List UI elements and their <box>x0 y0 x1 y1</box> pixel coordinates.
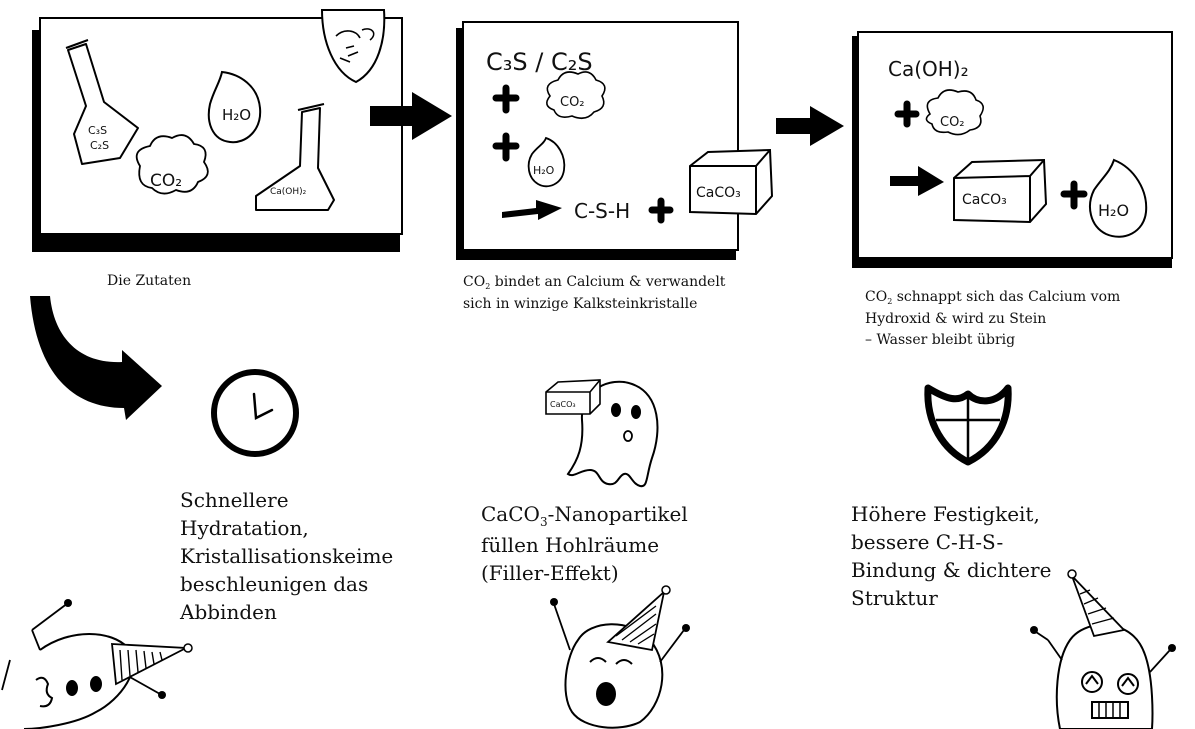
caption-reaction-2-line1: CO2 schnappt sich das Calcium vom <box>865 287 1120 309</box>
effect-strength-line: Bindung & dichtere <box>851 558 1052 582</box>
filler-suffix: -Nanopartikel <box>547 502 688 526</box>
drop1-text: H₂O <box>222 106 251 124</box>
effect-filler-line: (Filler-Effekt) <box>481 561 619 585</box>
filler-sub: 3 <box>539 515 548 529</box>
effect-hydration-line: Schnellere <box>180 488 289 512</box>
flask2-text: Ca(OH)₂ <box>270 187 307 197</box>
water-drop-icon: H₂O <box>1089 158 1148 238</box>
flask-icon: Ca(OH)₂ <box>255 103 335 211</box>
caco3-cube-icon: CaCO₃ <box>689 148 774 216</box>
effect-hydration-text: Schnellere Hydratation, Kristallisations… <box>180 486 393 626</box>
effect-strength-line: Struktur <box>851 586 938 610</box>
caption-ingredients-text: Die Zutaten <box>107 273 192 289</box>
panel2-product: C-S-H <box>574 199 630 223</box>
effect-filler-text: CaCO3-Nanopartikel füllen Hohlräume (Fil… <box>481 500 688 587</box>
caption-ingredients: Die Zutaten <box>107 271 191 292</box>
caco3-cube-icon: CaCO₃ <box>953 158 1048 224</box>
caption-sub: 2 <box>485 282 491 291</box>
creature-icon <box>1030 569 1176 729</box>
arrow-icon <box>370 92 452 140</box>
co2-cloud-icon: CO₂ <box>925 89 984 136</box>
co2-cloud-icon: CO₂ <box>546 71 606 120</box>
water-drop-icon: H₂O <box>527 136 566 188</box>
drop3-text: H₂O <box>1098 201 1129 220</box>
arrow-icon <box>776 106 844 146</box>
caption-reaction-1: CO2 bindet an Calcium & verwandelt sich … <box>463 272 725 315</box>
caption-rest: bindet an Calcium & verwandelt <box>490 274 726 290</box>
flask-icon: C₃S C₂S <box>65 39 139 165</box>
panel2-formula: C₃S / C₂S <box>486 48 593 76</box>
effect-strength-text: Höhere Festigkeit, bessere C-H-S- Bindun… <box>851 500 1051 612</box>
cloud2-text: CO₂ <box>560 95 585 110</box>
cloud1-text: CO₂ <box>150 171 182 191</box>
water-drop-icon: H₂O <box>207 70 262 144</box>
flask1-text-2: C₂S <box>90 139 109 152</box>
caption-reaction-2-line3: – Wasser bleibt übrig <box>865 332 1016 348</box>
effect-hydration-line: Abbinden <box>180 600 277 624</box>
effect-filler-line: CaCO3-Nanopartikel <box>481 500 688 531</box>
caco3-cube-icon: CaCO₃ <box>545 379 601 415</box>
plus-icon <box>894 100 920 128</box>
plus-icon <box>492 132 520 162</box>
panel-reaction-1: C₃S / C₂S CO₂ H₂O C-S-H CaCO₃ <box>456 21 774 260</box>
creature-icon <box>1 599 193 729</box>
panel-ingredients: C₃S C₂S H₂O CO₂ Ca(OH)₂ <box>32 9 403 252</box>
cube2-text: CaCO₃ <box>696 185 741 201</box>
shield-icon <box>320 9 386 84</box>
co2-cloud-icon: CO₂ <box>135 134 209 195</box>
caption-reaction-1-line1: CO2 bindet an Calcium & verwandelt <box>463 272 725 294</box>
ghost-cube-text: CaCO₃ <box>550 400 576 409</box>
effect-strength-line: bessere C-H-S- <box>851 530 1004 554</box>
filler-prefix: CaCO <box>481 502 540 526</box>
clock-icon <box>211 369 299 457</box>
cloud3-text: CO₂ <box>940 115 965 130</box>
plus-icon <box>648 197 674 224</box>
creature-icon <box>550 585 690 729</box>
panel-reaction-2: Ca(OH)₂ CO₂ CaCO₃ H₂O <box>852 31 1173 268</box>
caption-reaction-1-line2: sich in winzige Kalksteinkristalle <box>463 296 698 312</box>
flask1-text-1: C₃S <box>88 124 107 137</box>
caption-co: CO <box>463 274 486 290</box>
effect-hydration-line: Hydratation, <box>180 516 309 540</box>
panel3-formula: Ca(OH)₂ <box>888 57 969 81</box>
effect-filler-line: füllen Hohlräume <box>481 533 660 557</box>
caption-co: CO <box>865 289 888 305</box>
plus-icon <box>1060 180 1088 210</box>
effect-strength-line: Höhere Festigkeit, <box>851 502 1040 526</box>
plus-icon <box>492 84 520 114</box>
drop2-text: H₂O <box>533 164 555 177</box>
caption-reaction-2-line2: Hydroxid & wird zu Stein <box>865 311 1047 327</box>
shield-icon <box>924 384 1012 466</box>
arrow-icon <box>890 166 944 196</box>
caption-reaction-2: CO2 schnappt sich das Calcium vom Hydrox… <box>865 287 1120 351</box>
effect-hydration-line: Kristallisationskeime <box>180 544 394 568</box>
caption-rest: schnappt sich das Calcium vom <box>892 289 1121 305</box>
cube3-text: CaCO₃ <box>962 192 1007 208</box>
curved-arrow-icon <box>30 296 162 420</box>
caption-sub: 2 <box>887 297 893 306</box>
arrow-icon <box>502 200 562 220</box>
effect-hydration-line: beschleunigen das <box>180 572 369 596</box>
